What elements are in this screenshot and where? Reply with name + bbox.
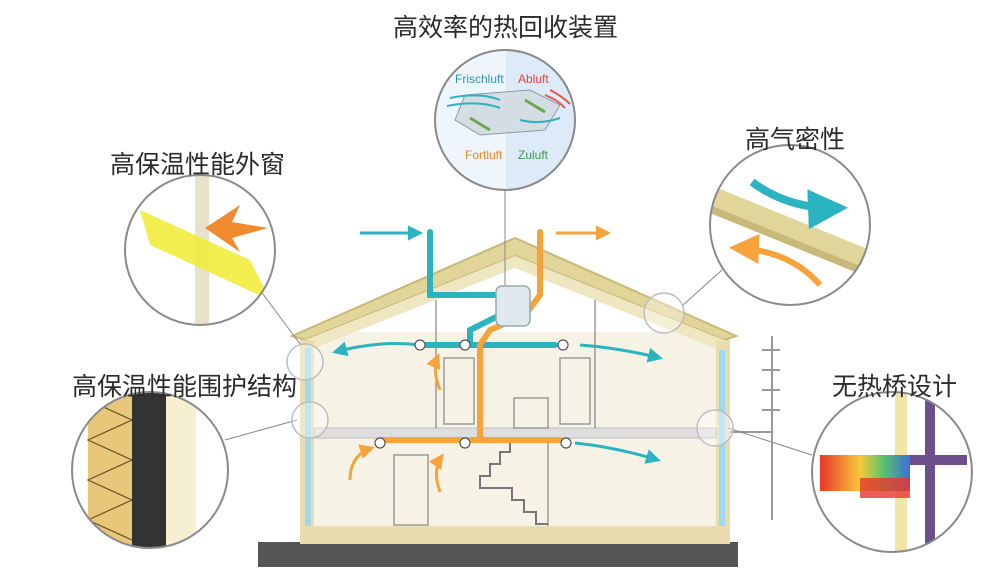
hrv-label-outgoing-air: Fortluft	[465, 148, 503, 162]
air-valves	[374, 339, 572, 449]
hrv-unit	[495, 285, 531, 327]
hrv-label-exhaust-air: Abluft	[518, 72, 549, 86]
staircase	[479, 439, 548, 525]
middle-floor	[313, 427, 717, 439]
label-heat-recovery: 高效率的热回收装置	[393, 13, 619, 42]
hrv-detail-circle	[434, 49, 576, 191]
ground-slab	[258, 542, 738, 567]
window-detail-circle	[124, 174, 276, 326]
label-airtight: 高气密性	[745, 125, 846, 154]
hrv-label-supply-air: Zuluft	[518, 148, 549, 162]
airtight-detail-circle	[709, 144, 871, 306]
label-thermal-bridge: 无热桥设计	[832, 372, 958, 401]
ground-floor	[300, 526, 730, 544]
hrv-label-fresh-air: Frischluft	[455, 72, 504, 86]
house-section	[289, 236, 780, 544]
envelope-detail-circle	[71, 391, 229, 549]
label-window: 高保温性能外窗	[110, 150, 286, 179]
air-flow-arrows	[332, 225, 663, 493]
label-envelope: 高保温性能围护结构	[72, 372, 298, 401]
thermal-bridge-detail-circle	[811, 391, 973, 553]
